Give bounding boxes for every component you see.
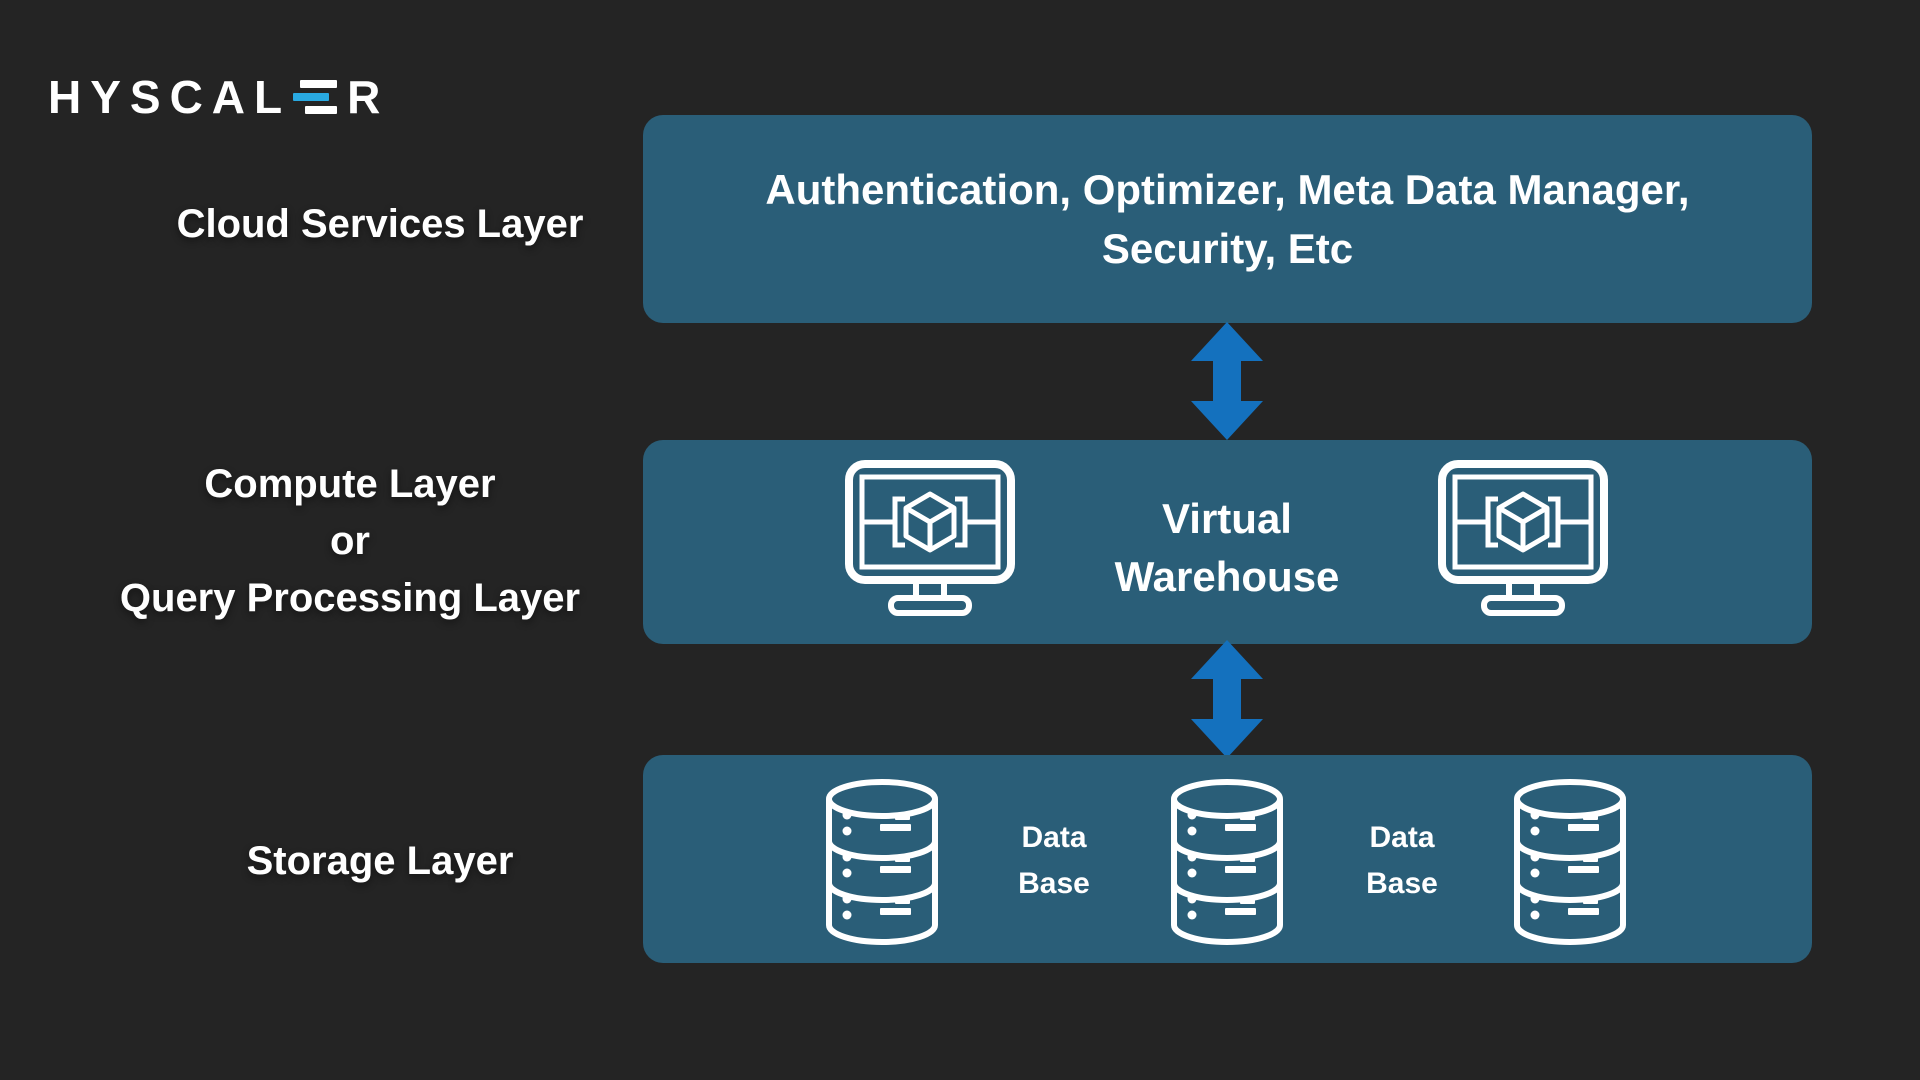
compute-box: Virtual Warehouse (643, 440, 1812, 644)
logo-e-icon (293, 80, 338, 114)
database-icon (1514, 779, 1626, 945)
database-label: Data Base (1366, 821, 1438, 900)
cloud-services-box: Authentication, Optimizer, Meta Data Man… (643, 115, 1812, 323)
database-icon (1171, 779, 1283, 945)
compute-layer-label: Compute Layer or Query Processing Layer (119, 462, 581, 620)
virtual-warehouse-monitor-icon (845, 460, 1015, 616)
cloud-services-layer-label: Cloud Services Layer (176, 202, 584, 246)
cloud-services-text-line1: Authentication, Optimizer, Meta Data Man… (765, 166, 1690, 213)
database-icon (826, 779, 938, 945)
storage-box: Data Base Data Base (643, 755, 1812, 963)
virtual-warehouse-text: Virtual Warehouse (1114, 495, 1340, 600)
logo-text-right: R (347, 71, 390, 123)
logo-text-left: HYSCAL (48, 71, 292, 123)
storage-layer-label: Storage Layer (246, 839, 514, 883)
virtual-warehouse-monitor-icon (1438, 460, 1608, 616)
hyscaler-logo: HYSCAL R (48, 74, 389, 120)
up-down-arrow-icon (1191, 640, 1263, 758)
up-down-arrow-icon (1191, 322, 1263, 440)
cloud-services-text-line2: Security, Etc (1101, 225, 1354, 272)
database-label: Data Base (1018, 821, 1090, 900)
